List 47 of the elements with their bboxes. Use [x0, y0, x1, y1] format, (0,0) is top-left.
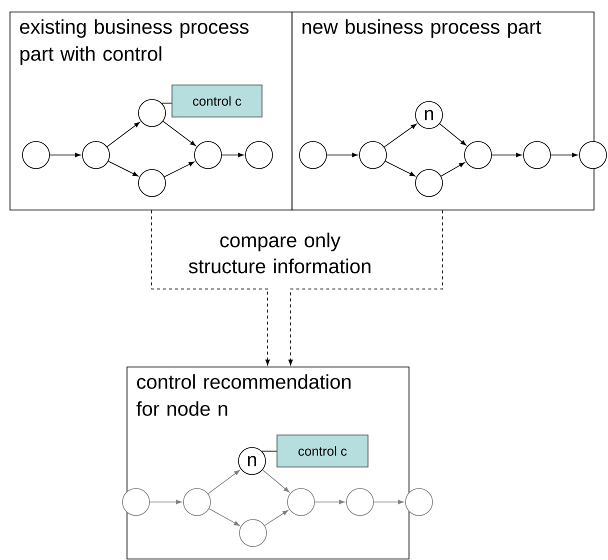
circle-node: n: [415, 101, 443, 129]
arrow: [440, 162, 465, 176]
arrow: [50, 152, 81, 158]
arrow: [385, 160, 416, 176]
circle-node: [239, 519, 267, 547]
circle-node: [122, 488, 150, 516]
circle-node: [22, 141, 50, 169]
arrow: [550, 152, 578, 158]
connector-line: [161, 102, 172, 104]
circle-node: [579, 141, 607, 169]
arrow: [208, 470, 240, 494]
control-box: control c: [276, 434, 368, 468]
arrow: [262, 470, 290, 492]
arrow: [150, 500, 182, 504]
circle-node: [245, 141, 273, 169]
circle-node: [194, 141, 222, 169]
arrow: [108, 160, 138, 176]
circle-node: [299, 141, 327, 169]
circle-node: [464, 141, 492, 169]
circle-node: [183, 488, 211, 516]
arrow: [162, 120, 196, 146]
arrow: [384, 124, 417, 148]
circle-node: [82, 141, 110, 169]
arrow: [208, 508, 240, 526]
note-text: compare only structure information: [188, 232, 370, 274]
circle-node: [523, 141, 551, 169]
circle-node: [138, 169, 166, 197]
circle-node: [415, 169, 443, 197]
arrow: [374, 500, 404, 504]
arrow: [314, 500, 345, 504]
arrow: [106, 122, 140, 148]
arrow: [264, 510, 288, 526]
arrow: [164, 162, 194, 178]
dashed-arrow: [151, 210, 270, 366]
arrow: [326, 152, 358, 158]
arrow: [492, 152, 522, 158]
circle-node: [346, 488, 374, 516]
circle-node: [138, 99, 166, 127]
circle-node: [287, 488, 315, 516]
arrow: [222, 152, 244, 158]
control-box: control c: [172, 84, 262, 118]
arrow: [439, 123, 466, 146]
circle-node: [405, 488, 433, 516]
circle-node: [359, 141, 387, 169]
dashed-arrow: [288, 210, 443, 366]
circle-node: n: [238, 447, 266, 475]
connector-line: [261, 450, 277, 452]
